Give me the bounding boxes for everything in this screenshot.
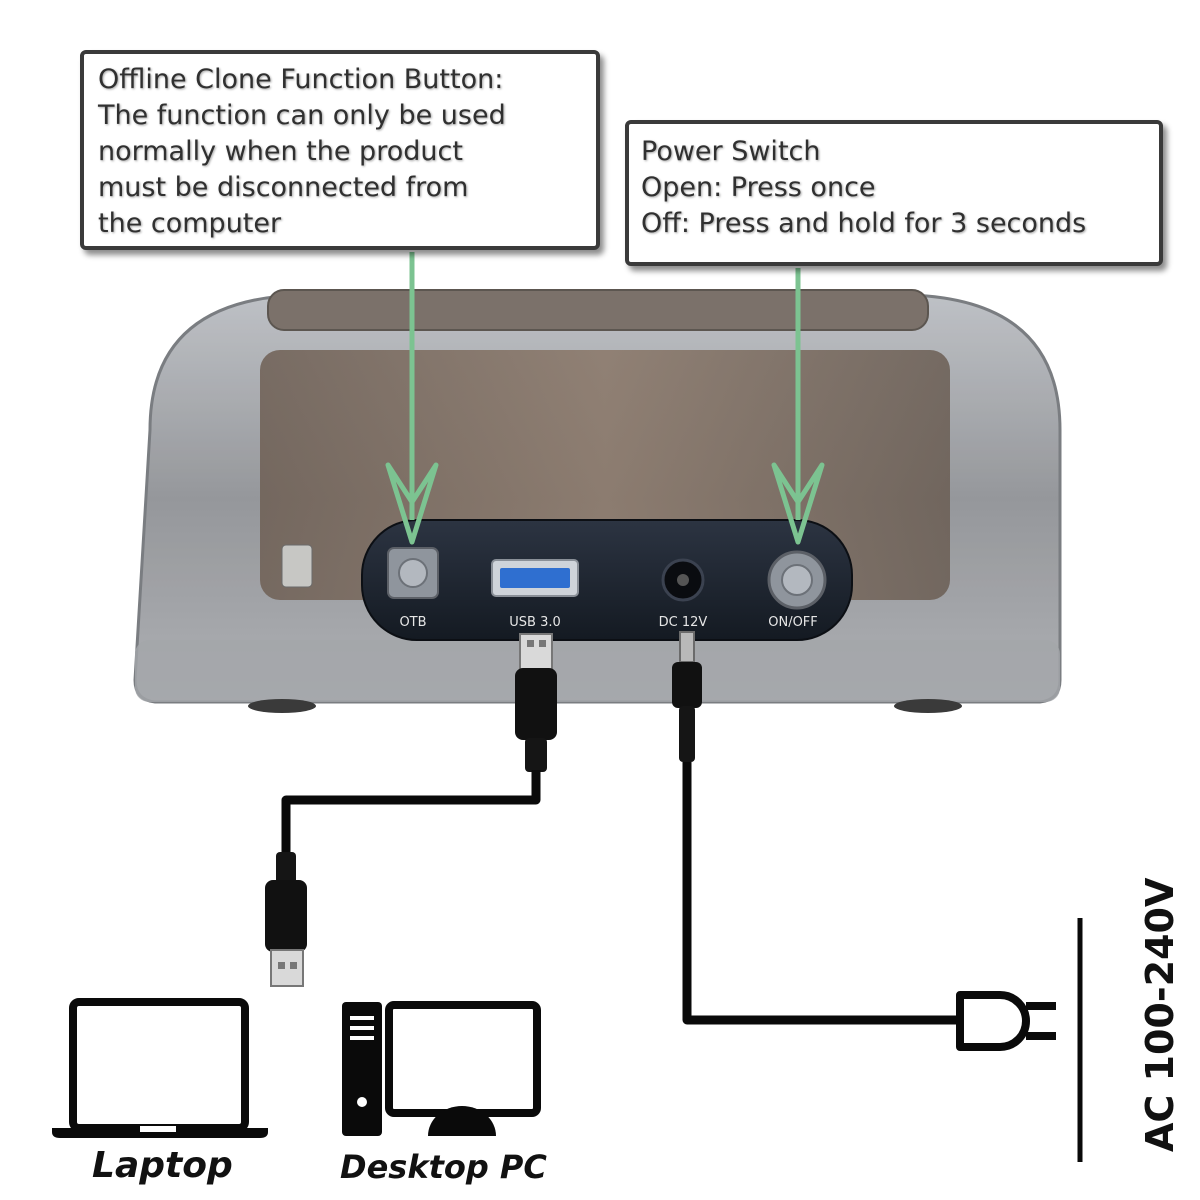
ac-voltage-label: AC 100-240V xyxy=(1138,877,1182,1152)
foot-left xyxy=(248,699,316,713)
docking-station: OTB USB 3.0 DC 12V ON/OFF xyxy=(133,289,1062,713)
capacitor xyxy=(281,544,313,588)
foot-right xyxy=(894,699,962,713)
enclosure-top-slot xyxy=(267,289,929,331)
callout-otb-button: Offline Clone Function Button: The funct… xyxy=(80,50,600,250)
callout-otb-line: normally when the product xyxy=(98,136,463,167)
desktop-pc-label: Desktop PC xyxy=(340,1148,547,1186)
power-port-label: ON/OFF xyxy=(768,615,818,630)
callout-otb-line: Offline Clone Function Button: xyxy=(98,64,504,95)
callout-power-line: Off: Press and hold for 3 seconds xyxy=(641,208,1087,239)
usb-port-label: USB 3.0 xyxy=(509,615,561,630)
enclosure-base xyxy=(135,640,1060,702)
dc-plug-icon xyxy=(672,631,702,762)
otb-port-label: OTB xyxy=(399,615,426,630)
desktop-pc-icon xyxy=(342,1001,541,1136)
arrow-otb xyxy=(385,252,439,545)
callout-power-line: Open: Press once xyxy=(641,172,876,203)
dc-jack[interactable] xyxy=(661,558,705,602)
callout-otb-line: must be disconnected from xyxy=(98,172,469,203)
usb-cable xyxy=(265,633,557,987)
callout-power-switch: Power Switch Open: Press once Off: Press… xyxy=(625,120,1163,266)
ac-plug-icon xyxy=(956,991,1056,1051)
callout-power-line: Power Switch xyxy=(641,136,821,167)
dc-cable xyxy=(672,631,960,1025)
usb-connector-icon xyxy=(515,633,557,772)
power-button[interactable] xyxy=(767,550,827,610)
usb-connector-computer-icon xyxy=(265,852,307,987)
arrow-power xyxy=(771,268,825,545)
callout-otb-line: the computer xyxy=(98,208,282,239)
laptop-icon xyxy=(52,998,268,1138)
otb-button[interactable] xyxy=(387,547,439,599)
rear-panel xyxy=(361,519,853,641)
laptop-label: Laptop xyxy=(92,1145,233,1186)
dc-port-label: DC 12V xyxy=(659,615,708,630)
usb-port[interactable] xyxy=(491,559,579,597)
callout-otb-line: The function can only be used xyxy=(98,100,506,131)
